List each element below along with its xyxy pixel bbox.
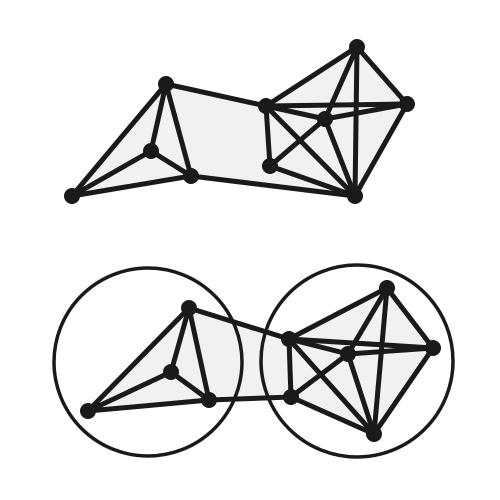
top-edge (163, 81, 194, 179)
top-edge (263, 101, 410, 109)
bottom-edge (85, 305, 192, 414)
bottom-node (163, 364, 179, 380)
bottom-edge (186, 305, 212, 403)
top-node (158, 76, 174, 92)
bottom-node (201, 392, 217, 408)
bottom-node (80, 403, 96, 419)
top-node (143, 143, 159, 159)
bottom-node (379, 280, 395, 296)
bottom-bridge-edge (206, 394, 294, 403)
bottom-node (283, 389, 299, 405)
top-edge (148, 81, 169, 154)
top-node (399, 96, 415, 112)
top-edge (267, 116, 328, 169)
top-edge (322, 101, 410, 122)
bottom-edge (345, 351, 377, 437)
bottom-node (366, 426, 382, 442)
top-edge (267, 163, 358, 199)
top-edge (263, 44, 360, 109)
bottom-edge (85, 397, 212, 414)
left-cluster-circle (52, 266, 244, 458)
bottom-edge (286, 285, 390, 342)
bottom-edge (384, 285, 436, 351)
bottom-edge (286, 336, 294, 400)
top-node (258, 98, 274, 114)
right-cluster-circle (259, 263, 455, 459)
top-edge (354, 44, 410, 107)
bottom-edge (168, 305, 192, 375)
top-graph (64, 39, 415, 204)
bottom-edge (371, 345, 436, 437)
bottom-edge (85, 369, 174, 414)
bottom-edge (345, 345, 436, 357)
top-edge (322, 44, 360, 122)
bottom-node (281, 331, 297, 347)
top-edge (263, 103, 273, 169)
bottom-edge (288, 394, 377, 437)
top-bridge-edge (188, 173, 358, 199)
top-node (262, 158, 278, 174)
top-node (64, 188, 80, 204)
top-bridge-edge (163, 81, 269, 109)
top-node (349, 39, 365, 55)
bottom-bridge-edge (186, 305, 292, 342)
bottom-edge (288, 351, 351, 400)
top-node (347, 188, 363, 204)
top-edge (69, 173, 194, 199)
bottom-left-cluster-fill (88, 308, 209, 411)
bottom-edge (345, 285, 390, 357)
top-edge (69, 148, 154, 199)
bottom-graph (52, 263, 455, 459)
top-edge (322, 116, 358, 199)
top-edge (263, 103, 328, 122)
top-edge (352, 44, 360, 199)
bottom-edge (286, 336, 377, 437)
top-bridge-fill (166, 84, 355, 196)
bottom-node (181, 300, 197, 316)
top-edge (263, 103, 358, 199)
bottom-node (425, 340, 441, 356)
top-edge (352, 101, 410, 199)
bottom-node (340, 346, 356, 362)
bottom-edge (371, 285, 390, 437)
top-node (317, 111, 333, 127)
top-edge (69, 81, 169, 199)
bottom-edge (286, 336, 351, 357)
bottom-edge (286, 336, 436, 351)
top-node (183, 168, 199, 184)
